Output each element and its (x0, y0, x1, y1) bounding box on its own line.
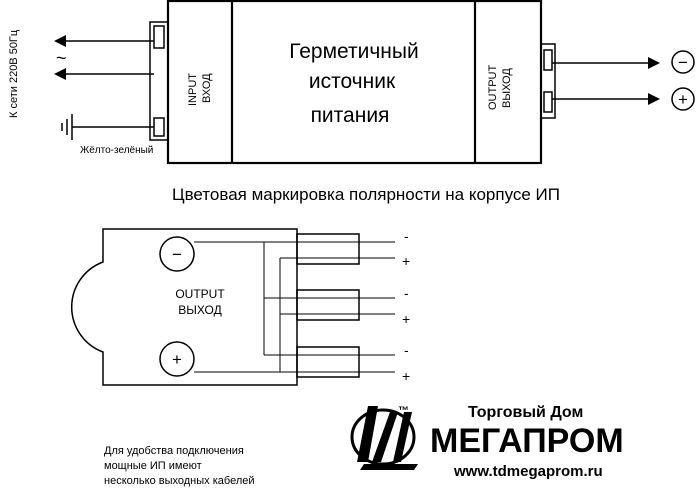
arrow-left-icon (54, 68, 66, 80)
cable-3-minus: - (404, 342, 409, 358)
output-cable-3 (264, 346, 395, 378)
output-gland-nut (543, 49, 553, 71)
psu-body-outline (71, 228, 298, 386)
minus-terminal-icon (671, 50, 695, 74)
output-cable-2 (264, 289, 395, 321)
ac-symbol: ~ (56, 48, 67, 68)
brand-subtitle: Торговый Дом (468, 404, 583, 421)
cable-1-plus: + (402, 253, 410, 269)
output-gland-nut (543, 91, 553, 113)
megaprom-logo (350, 406, 418, 470)
input-gland-nut (153, 25, 165, 49)
brand-url: www.tdmegaprom.ru (453, 463, 603, 480)
note-line2: мощные ИП имеют (104, 460, 202, 472)
psu-title-line3: питания (311, 104, 390, 127)
output-label-ru: ВЫХОД (501, 68, 513, 108)
plus-terminal-icon (671, 87, 695, 111)
plus-symbol: + (678, 90, 688, 109)
input-label-en: INPUT (187, 73, 199, 106)
mains-label: К сети 220В 50Гц (8, 29, 20, 118)
note-line3: несколько выходных кабелей (104, 475, 255, 487)
polarity-heading: Цветовая маркировка полярности на корпус… (172, 185, 560, 204)
bottom-minus-symbol: − (172, 245, 182, 264)
cable-3-plus: + (402, 368, 410, 384)
bottom-output-label-en: OUTPUT (175, 287, 225, 301)
cable-2-minus: - (404, 285, 409, 301)
output-cable-1 (264, 233, 395, 265)
bottom-plus-symbol: + (172, 350, 182, 369)
minus-symbol: − (678, 53, 688, 72)
brand-name: МЕГАПРОМ (430, 422, 624, 460)
cable-2-plus: + (402, 311, 410, 327)
note-line1: Для удобства подключения (104, 445, 244, 457)
plus-terminal-icon (159, 341, 195, 377)
cable-1-minus: - (404, 228, 409, 244)
arrow-right-icon (648, 57, 660, 69)
ground-wire-label: Жёлто-зелёный (80, 145, 153, 156)
input-gland (149, 21, 169, 141)
arrow-left-icon (54, 35, 66, 47)
output-gland (540, 43, 556, 119)
input-gland-nut (153, 117, 165, 137)
output-label-en: OUTPUT (487, 65, 499, 111)
minus-terminal-icon (159, 236, 195, 272)
input-label-ru: ВХОД (201, 73, 213, 103)
arrow-right-icon (648, 93, 660, 105)
psu-title-line2: источник (309, 70, 396, 93)
bottom-output-label-ru: ВЫХОД (178, 303, 221, 317)
psu-title-line1: Герметичный (289, 40, 418, 63)
trademark: ™ (398, 405, 409, 417)
